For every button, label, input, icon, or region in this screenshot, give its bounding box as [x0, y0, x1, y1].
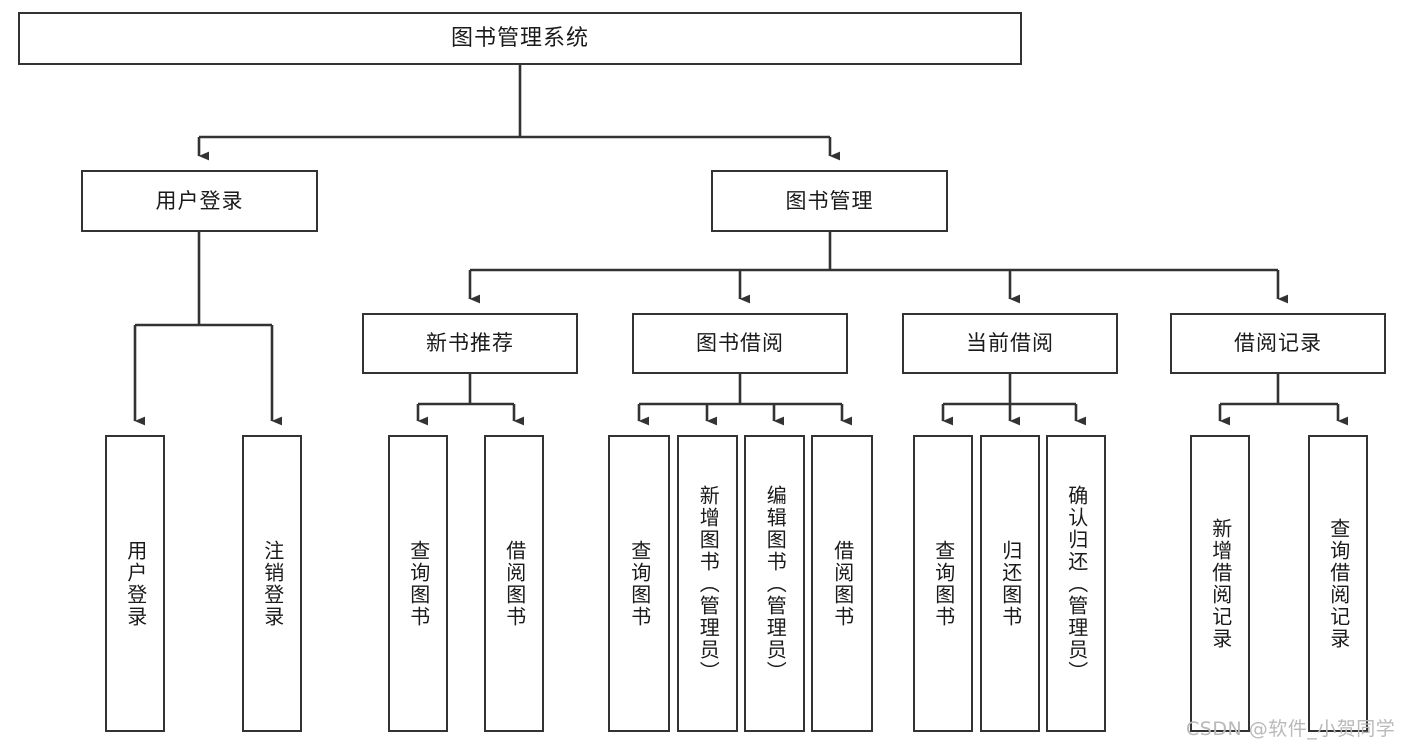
- leaf-edit-book-admin[interactable]: 编辑图书（管理员）: [744, 435, 805, 732]
- watermark-csdn: CSDN @软件_小贺同学: [1186, 718, 1396, 740]
- leaf-confirm-return-admin[interactable]: 确认归还（管理员）: [1046, 435, 1106, 732]
- node-label: 查询图书: [406, 539, 431, 628]
- leaf-user-login[interactable]: 用户登录: [105, 435, 165, 732]
- node-label: 查询借阅记录: [1326, 517, 1351, 650]
- leaf-query-book-borrow[interactable]: 查询图书: [608, 435, 670, 732]
- node-book-borrow[interactable]: 图书借阅: [632, 313, 848, 374]
- node-label: 归还图书: [998, 539, 1023, 628]
- leaf-add-borrow-record[interactable]: 新增借阅记录: [1190, 435, 1250, 732]
- node-label: 图书借阅: [696, 331, 784, 356]
- node-current-borrow[interactable]: 当前借阅: [902, 313, 1118, 374]
- node-user-login[interactable]: 用户登录: [81, 170, 318, 232]
- node-label: 借阅记录: [1234, 331, 1322, 356]
- node-label: 借阅图书: [502, 539, 527, 628]
- node-label: 新书推荐: [426, 331, 514, 356]
- node-label: 查询图书: [931, 539, 956, 628]
- leaf-borrow-book[interactable]: 借阅图书: [811, 435, 873, 732]
- node-label: 图书管理: [785, 188, 874, 213]
- leaf-query-book-recommend[interactable]: 查询图书: [388, 435, 448, 732]
- node-label: 新增图书（管理员）: [696, 484, 721, 683]
- leaf-add-book-admin[interactable]: 新增图书（管理员）: [677, 435, 738, 732]
- node-root-book-management-system[interactable]: 图书管理系统: [18, 12, 1022, 65]
- node-label: 编辑图书（管理员）: [763, 484, 788, 683]
- node-label: 借阅图书: [830, 539, 855, 628]
- node-label: 注销登录: [260, 539, 285, 628]
- node-new-book-recommend[interactable]: 新书推荐: [362, 313, 578, 374]
- leaf-borrow-book-recommend[interactable]: 借阅图书: [484, 435, 544, 732]
- node-label: 图书管理系统: [450, 25, 589, 51]
- leaf-logout-login[interactable]: 注销登录: [242, 435, 302, 732]
- leaf-query-borrow-record[interactable]: 查询借阅记录: [1308, 435, 1368, 732]
- node-book-management[interactable]: 图书管理: [711, 170, 948, 232]
- node-label: 确认归还（管理员）: [1064, 484, 1089, 683]
- node-label: 当前借阅: [966, 331, 1054, 356]
- node-label: 新增借阅记录: [1208, 517, 1233, 650]
- node-label: 用户登录: [123, 539, 148, 628]
- node-borrow-record[interactable]: 借阅记录: [1170, 313, 1386, 374]
- node-label: 查询图书: [627, 539, 652, 628]
- leaf-return-book[interactable]: 归还图书: [980, 435, 1040, 732]
- node-label: 用户登录: [155, 188, 244, 213]
- leaf-query-book-current[interactable]: 查询图书: [913, 435, 973, 732]
